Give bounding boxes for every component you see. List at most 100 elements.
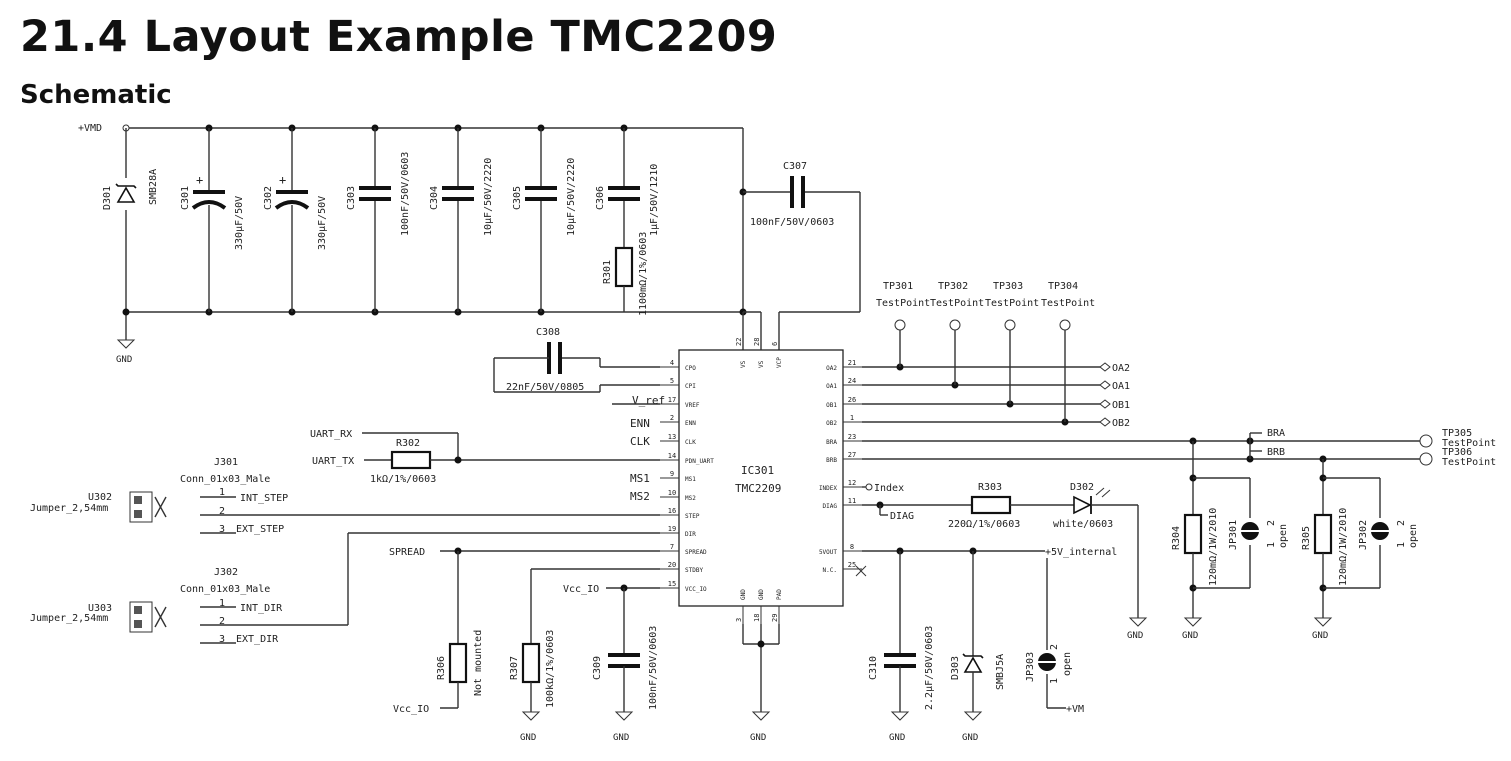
- ground-symbol: [116, 339, 136, 349]
- c308-value: 22nF/50V/0805: [506, 382, 584, 393]
- left-control-nets: V_ref ENN CLK MS1 MS2 UART_RX UART_TX R3…: [30, 394, 665, 743]
- ic-pin-number: 16: [668, 507, 676, 515]
- resistor-r304: [1183, 513, 1203, 555]
- led-d302: [1073, 495, 1092, 515]
- svg-text:GND: GND: [750, 733, 766, 743]
- vm-label: +VM: [1066, 704, 1084, 715]
- ic-pin-number: 12: [848, 479, 856, 487]
- c304-ref: C304: [429, 186, 440, 210]
- j301-value: Conn_01x03_Male: [180, 474, 270, 485]
- r306-value: Not mounted: [473, 630, 484, 696]
- u302-ref: U302: [88, 492, 112, 503]
- ob2-label: OB2: [1112, 418, 1130, 429]
- d303-value: SMBJ5A: [995, 654, 1006, 690]
- jp303-ref: JP303: [1025, 652, 1036, 682]
- jp303-value: open: [1062, 652, 1073, 676]
- ic-right-pins: 21OA224OA126OB11OB223BRA27BRB12INDEX11DI…: [819, 359, 862, 574]
- c304-value: 10µF/50V/2220: [483, 158, 494, 236]
- tvs-diode-d301: D301 SMB28A: [102, 169, 159, 210]
- c303-value: 100nF/50V/0603: [400, 152, 411, 236]
- ic-pin-number: 2: [670, 414, 674, 422]
- tp306-ref: TP306: [1442, 447, 1472, 458]
- d302-ref: D302: [1070, 482, 1094, 493]
- ic-pin-number: 8: [850, 543, 854, 551]
- motor-outputs: TP301 TestPoint TP302 TestPoint TP303 Te…: [862, 281, 1130, 429]
- uart-rx-label: UART_RX: [310, 429, 352, 440]
- ic-pin-name: OA2: [826, 365, 837, 372]
- ic-tmc2209: IC301 TMC2209 4CPO5CPI17VREF2ENN13CLK14P…: [660, 338, 862, 624]
- ic-value: TMC2209: [735, 482, 781, 495]
- ic-pin-name: VCP: [776, 357, 783, 368]
- r302-value: 1kΩ/1%/0603: [370, 474, 436, 485]
- u302-value: Jumper_2,54mm: [30, 503, 108, 514]
- c309-value: 100nF/50V/0603: [648, 626, 659, 710]
- clk-label: CLK: [630, 435, 650, 448]
- capacitor-c301: + C301 330µF/50V: [180, 128, 245, 312]
- ic-pin-number: 5: [670, 377, 674, 385]
- diag-label: DIAG: [890, 511, 914, 522]
- resistor-r305: [1313, 513, 1333, 555]
- ic-pin-name: PDN_UART: [685, 458, 714, 465]
- tp304-value: TestPoint: [1041, 298, 1095, 309]
- ic-pin-name: INDEX: [819, 485, 837, 492]
- ic-pin-number: 27: [848, 451, 856, 459]
- oa1-label: OA1: [1112, 381, 1130, 392]
- capacitor-c303: C303 100nF/50V/0603: [346, 128, 411, 312]
- r301-ref: R301: [602, 260, 613, 284]
- ic-pin-name: STEP: [685, 513, 700, 520]
- c310-ref: C310: [868, 656, 879, 680]
- svg-text:3: 3: [219, 524, 225, 535]
- ob1-label: OB1: [1112, 400, 1130, 411]
- ic-pin-number: 19: [668, 525, 676, 533]
- tp305-value: TestPoint: [1442, 438, 1496, 449]
- ic-pin-number: 10: [668, 489, 676, 497]
- ic-pin-name: N.C.: [823, 567, 837, 574]
- ic-pin-name: CPI: [685, 383, 696, 390]
- ic-pin-number: 17: [668, 396, 676, 404]
- c302-ref: C302: [263, 186, 274, 210]
- resistor-r303: [970, 495, 1012, 515]
- ic-pin-name: VCC_IO: [685, 586, 707, 593]
- r307-value: 100kΩ/1%/0603: [545, 630, 556, 708]
- oa2-label: OA2: [1112, 363, 1130, 374]
- j301-ref: J301: [214, 457, 238, 468]
- ic-pin-number: 22: [735, 338, 743, 346]
- u303-ref: U303: [88, 603, 112, 614]
- bra-label: BRA: [1267, 428, 1285, 439]
- svg-text:GND: GND: [1127, 631, 1143, 641]
- ic-pin-number: 28: [753, 338, 761, 346]
- jumper-u302: U302 Jumper_2,54mm: [30, 491, 167, 523]
- resistor-r306: [448, 642, 468, 684]
- svg-text:1: 1: [219, 598, 225, 609]
- svg-text:GND: GND: [1182, 631, 1198, 641]
- ext-dir-label: EXT_DIR: [236, 634, 279, 645]
- c309-ref: C309: [592, 656, 603, 680]
- capacitor-c305: C305 10µF/50V/2220: [512, 128, 577, 312]
- 5v-internal-label: +5V_internal: [1045, 547, 1117, 558]
- r305-value: 120mΩ/1W/2010: [1338, 508, 1349, 586]
- c307-value: 100nF/50V/0603: [750, 217, 834, 228]
- svg-text:GND: GND: [889, 733, 905, 743]
- page-title: 21.4 Layout Example TMC2209: [20, 12, 778, 62]
- ic-pin-number: 6: [771, 342, 779, 346]
- ic-pin-name: VS: [740, 360, 747, 368]
- ic-pin-number: 3: [735, 618, 743, 622]
- ic-pin-name: STDBY: [685, 567, 703, 574]
- ic-pin-number: 11: [848, 497, 856, 505]
- resistor-r302: [390, 450, 432, 470]
- ic-pin-name: 5VOUT: [819, 549, 837, 556]
- c307-ref: C307: [783, 161, 807, 172]
- tp303-ref: TP303: [993, 281, 1023, 292]
- tvs-diode-d303: [963, 656, 983, 673]
- u303-value: Jumper_2,54mm: [30, 613, 108, 624]
- ic-pin-name: OB2: [826, 420, 837, 427]
- ic-pin-name: SPREAD: [685, 549, 707, 556]
- svg-text:+: +: [279, 173, 286, 187]
- c303-ref: C303: [346, 186, 357, 210]
- 5vout-section: +5V_internal GND C310 2.2µF/50V/0603 GND…: [855, 547, 1117, 743]
- jp302-ref: JP302: [1358, 520, 1369, 550]
- brb-label: BRB: [1267, 447, 1285, 458]
- ic-pin-name: PAD: [776, 589, 783, 600]
- c306-ref: C306: [595, 186, 606, 210]
